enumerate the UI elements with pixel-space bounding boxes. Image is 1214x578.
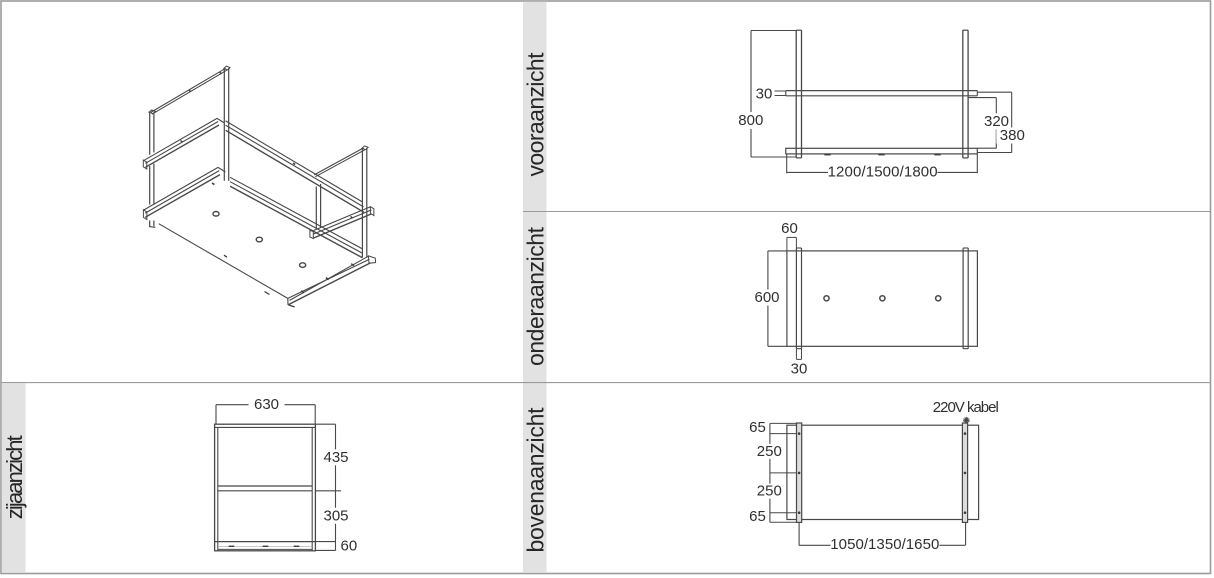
svg-text:60: 60 — [341, 538, 358, 555]
svg-text:1200/1500/1800: 1200/1500/1800 — [828, 163, 938, 180]
svg-text:30: 30 — [791, 360, 808, 377]
svg-text:60: 60 — [781, 220, 798, 237]
svg-text:380: 380 — [1000, 127, 1025, 144]
svg-text:220V kabel: 220V kabel — [933, 399, 999, 416]
svg-text:600: 600 — [754, 289, 779, 306]
svg-text:305: 305 — [323, 507, 348, 524]
svg-text:435: 435 — [323, 449, 348, 466]
svg-text:onderaanzicht: onderaanzicht — [523, 226, 549, 366]
svg-text:65: 65 — [749, 419, 766, 436]
svg-text:250: 250 — [757, 443, 782, 460]
svg-text:zijaanzicht: zijaanzicht — [2, 435, 27, 519]
svg-text:800: 800 — [738, 112, 763, 129]
svg-text:vooraanzicht: vooraanzicht — [523, 52, 549, 177]
svg-text:320: 320 — [984, 113, 1009, 130]
svg-text:1050/1350/1650: 1050/1350/1650 — [830, 536, 939, 553]
svg-text:bovenaanzicht: bovenaanzicht — [523, 407, 549, 553]
svg-text:65: 65 — [749, 508, 766, 525]
svg-text:250: 250 — [757, 483, 782, 500]
svg-text:630: 630 — [254, 396, 279, 413]
svg-text:30: 30 — [756, 86, 773, 103]
